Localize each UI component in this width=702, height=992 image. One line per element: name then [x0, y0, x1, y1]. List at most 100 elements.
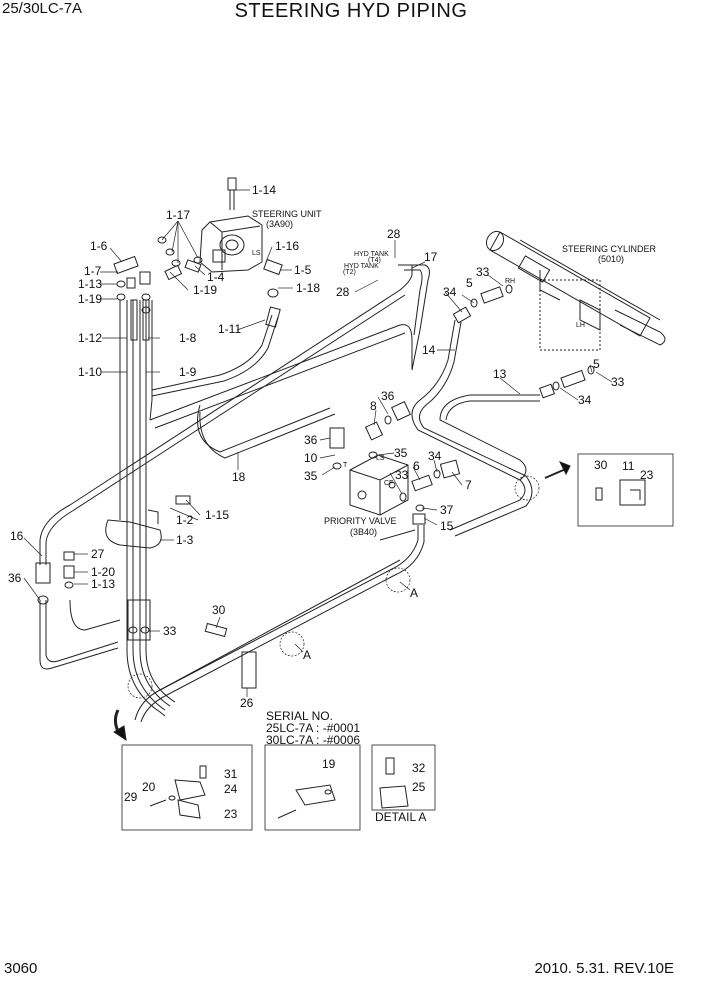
callout: 13	[493, 367, 507, 381]
port-hyd-tank-t2: HYD TANK	[344, 263, 379, 270]
callout: 7	[465, 478, 472, 492]
callout: 16	[10, 529, 24, 543]
callout: 10	[304, 451, 318, 465]
callout: A	[303, 648, 311, 662]
detail-a-label: DETAIL A	[375, 810, 426, 824]
callout: 37	[440, 503, 454, 517]
detail-box-2	[264, 744, 361, 831]
revision-date: 2010. 5.31. REV.10E	[534, 960, 674, 977]
serial-heading: SERIAL NO.	[266, 709, 333, 723]
callout: 5	[466, 276, 473, 290]
serial-number-note: SERIAL NO. 25LC-7A : -#0001 30LC-7A : -#…	[266, 709, 360, 747]
callout: 28	[387, 227, 401, 241]
callout: 1-12	[78, 331, 102, 345]
callout: 36	[8, 571, 22, 585]
steering-unit-label: STEERING UNIT	[252, 209, 322, 219]
callout: 1-14	[252, 183, 276, 197]
callout: 1-16	[275, 239, 299, 253]
callout: 30	[594, 458, 608, 472]
pipe-15	[134, 525, 425, 723]
callout: 14	[422, 343, 436, 357]
callout: 11	[622, 459, 635, 473]
part-callouts: 1-14 1-17 1-6 1-16 1-7 1-4 1-5 1-13 1-19…	[8, 183, 654, 821]
callout: 35	[394, 446, 408, 460]
callout: 34	[428, 449, 442, 463]
detail-box-1	[121, 744, 253, 831]
priority-valve-code: (3B40)	[350, 527, 377, 537]
component-labels: STEERING UNIT (3A90) STEERING CYLINDER (…	[252, 209, 657, 537]
cylinder-fittings	[452, 284, 595, 399]
priority-valve-label: PRIORITY VALVE	[324, 516, 397, 526]
callout: 33	[611, 375, 625, 389]
callout: 36	[304, 433, 318, 447]
callout: 1-7	[84, 264, 102, 278]
callout: 1-19	[78, 292, 102, 306]
port-lh: LH	[576, 322, 585, 329]
callout: 24	[224, 782, 238, 796]
callout: 29	[124, 790, 138, 804]
callout: 32	[412, 761, 426, 775]
callout: 15	[440, 519, 454, 533]
pipe-16	[39, 265, 413, 670]
callout: 34	[578, 393, 592, 407]
port-hyd-tank-t4: HYD TANK	[354, 251, 389, 258]
steering-unit	[199, 215, 263, 273]
callout: 1-2	[176, 513, 194, 527]
detail-box-right	[577, 453, 674, 527]
callout: 1-17	[166, 208, 190, 222]
callout: 30	[212, 603, 226, 617]
callout: 27	[91, 547, 105, 561]
callout: 23	[224, 807, 238, 821]
pipe-17	[398, 264, 430, 371]
callout: 1-5	[294, 263, 312, 277]
callout: 5	[593, 357, 600, 371]
page-number: 3060	[4, 960, 38, 977]
callout: 19	[322, 757, 336, 771]
port-rh: RH	[505, 278, 515, 285]
callout: 1-9	[179, 365, 197, 379]
callout: 1-13	[91, 577, 115, 591]
callout: 31	[224, 767, 238, 781]
steering-unit-fittings	[113, 177, 283, 341]
model-label: 25/30LC-7A	[2, 0, 83, 17]
callout: 20	[142, 780, 156, 794]
callout: A	[410, 586, 418, 600]
callout: 1-20	[91, 565, 115, 579]
pipe-18	[149, 324, 413, 459]
callout: 33	[476, 265, 490, 279]
pipe-1-11	[151, 314, 279, 397]
callout: 33	[395, 468, 409, 482]
hose-bundle	[119, 300, 176, 717]
callout: 1-6	[90, 239, 108, 253]
callout: 1-4	[207, 270, 225, 284]
callout: 23	[640, 468, 654, 482]
callout: 1-19	[193, 283, 217, 297]
steering-cylinder-label: STEERING CYLINDER	[562, 244, 657, 254]
steering-unit-code: (3A90)	[266, 219, 293, 229]
callout: 8	[370, 399, 377, 413]
port-ls: LS	[252, 250, 261, 257]
callout: 1-3	[176, 533, 194, 547]
port-t2: (T2)	[343, 269, 356, 276]
port-cf: CF	[384, 480, 393, 487]
pipe-14	[411, 319, 533, 537]
detail-circles	[127, 475, 540, 699]
callout: 26	[240, 696, 254, 710]
steering-cylinder	[485, 230, 666, 351]
detail-arrows	[113, 461, 571, 742]
callout: 34	[443, 285, 457, 299]
callout: 1-11	[218, 322, 241, 336]
port-t: T	[343, 462, 348, 469]
callout: 18	[232, 470, 246, 484]
callout: 25	[412, 780, 426, 794]
callout: 17	[424, 250, 438, 264]
callout: 33	[163, 624, 177, 638]
callout: 1-10	[78, 365, 102, 379]
callout: 35	[304, 469, 318, 483]
callout: 6	[413, 459, 420, 473]
steering-cylinder-code: (5010)	[598, 254, 624, 264]
detail-box-a	[371, 744, 436, 811]
callout: 28	[336, 285, 350, 299]
port-t4: (T4)	[368, 257, 381, 264]
